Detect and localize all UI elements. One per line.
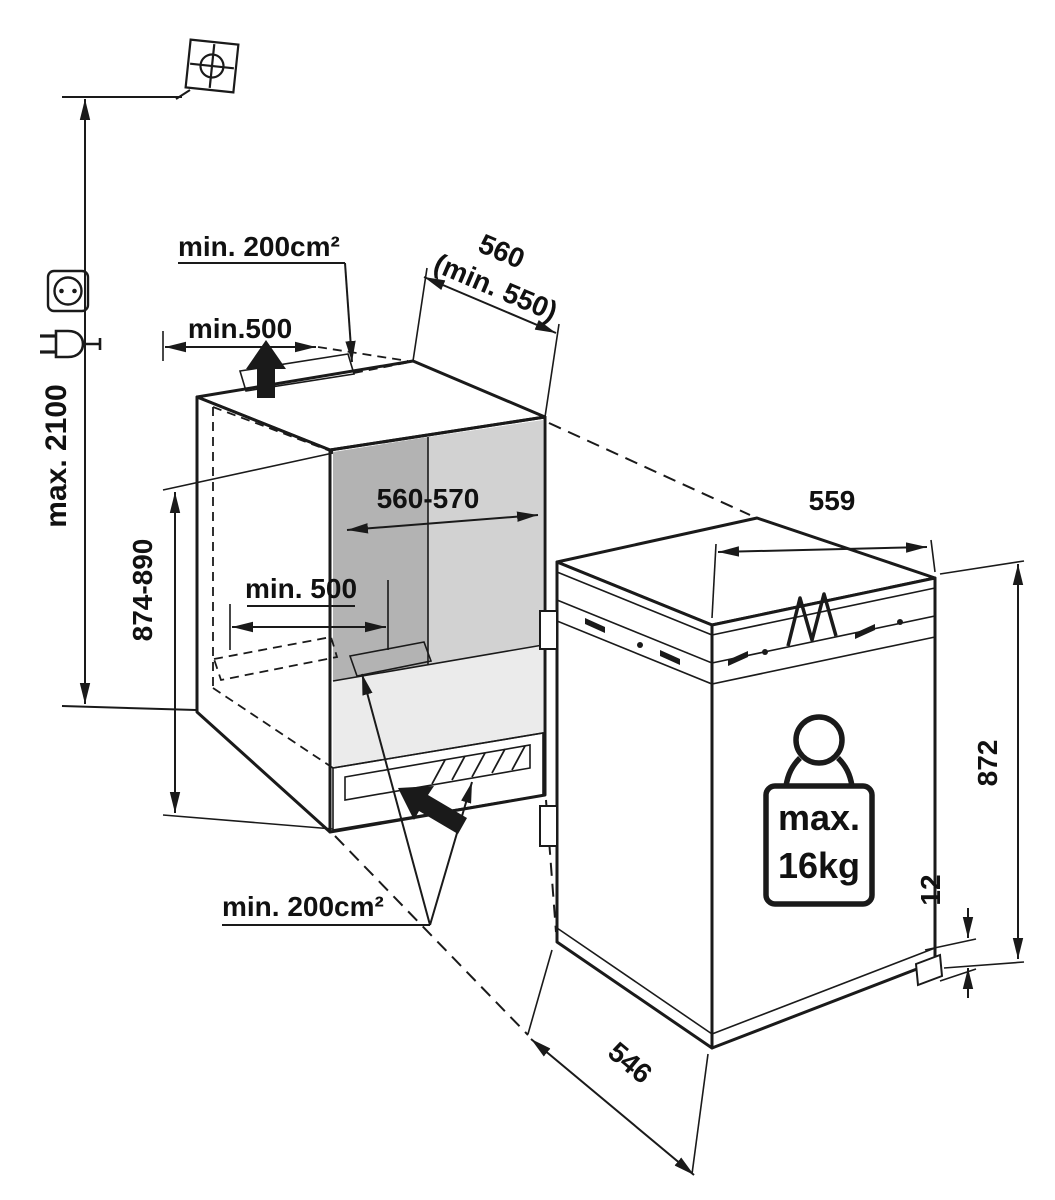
inner-back-wall xyxy=(428,420,543,664)
max-mains-height-label: max. 2100 xyxy=(40,384,73,527)
dimension-base-height: 12 xyxy=(915,874,977,998)
dimension-top-rear-clearance: min.500 xyxy=(162,313,409,362)
bottom-vent-label: min. 200cm² xyxy=(222,891,384,922)
niche-cabinet xyxy=(195,340,547,834)
niche-width-label: 560-570 xyxy=(377,483,480,514)
niche-left-panel xyxy=(195,395,332,834)
floor-vent-strip xyxy=(348,641,433,677)
dimension-appliance-height: 872 xyxy=(939,560,1025,969)
niche-opening xyxy=(328,415,547,834)
door-weight-icon: max. 16kg xyxy=(763,714,875,907)
dimension-max-mains-height: max. 2100 xyxy=(40,96,197,711)
front-rail-vent-strip xyxy=(344,744,531,801)
dimension-niche-width: 560-570 xyxy=(346,483,539,534)
appliance-depth-label: 546 xyxy=(602,1036,658,1090)
appliance-foot xyxy=(914,953,944,987)
floor-rear-clearance-label: min. 500 xyxy=(245,573,357,604)
hidden-rear-vent-strip xyxy=(212,635,339,682)
airflow-up-arrow-icon xyxy=(246,340,286,398)
niche-floor xyxy=(333,645,543,768)
airflow-in-arrow-icon xyxy=(398,786,467,834)
label-bottom-vent: min. 200cm² xyxy=(222,673,473,926)
top-rear-clearance-label: min.500 xyxy=(188,313,292,344)
door-hardware-marks xyxy=(585,592,903,666)
door-weight-label-line2: 16kg xyxy=(778,845,860,886)
rail-hatch-marks xyxy=(431,745,526,785)
door-weight-label-line1: max. xyxy=(778,797,860,838)
dimension-appliance-width: 559 xyxy=(711,485,936,619)
plug-icon xyxy=(40,329,102,359)
inner-side-wall xyxy=(333,437,428,681)
drill-hole-icon xyxy=(175,38,240,100)
hinge-cover-top xyxy=(539,610,558,650)
base-height-label: 12 xyxy=(915,874,946,905)
top-vent-cutout xyxy=(238,353,356,392)
appliance-width-label: 559 xyxy=(809,485,856,516)
appliance-height-label: 872 xyxy=(972,740,1003,787)
niche-height-label: 874-890 xyxy=(127,539,158,642)
appliance: max. 16kg xyxy=(539,516,944,1050)
label-top-vent: min. 200cm² xyxy=(178,231,356,363)
appliance-left-face xyxy=(555,560,714,1050)
dimension-niche-height: 874-890 xyxy=(127,452,334,830)
top-vent-label: min. 200cm² xyxy=(178,231,340,262)
hinge-cover-bottom xyxy=(539,805,558,847)
dimension-floor-rear-clearance: min. 500 xyxy=(229,573,389,650)
socket-icon xyxy=(46,269,90,313)
